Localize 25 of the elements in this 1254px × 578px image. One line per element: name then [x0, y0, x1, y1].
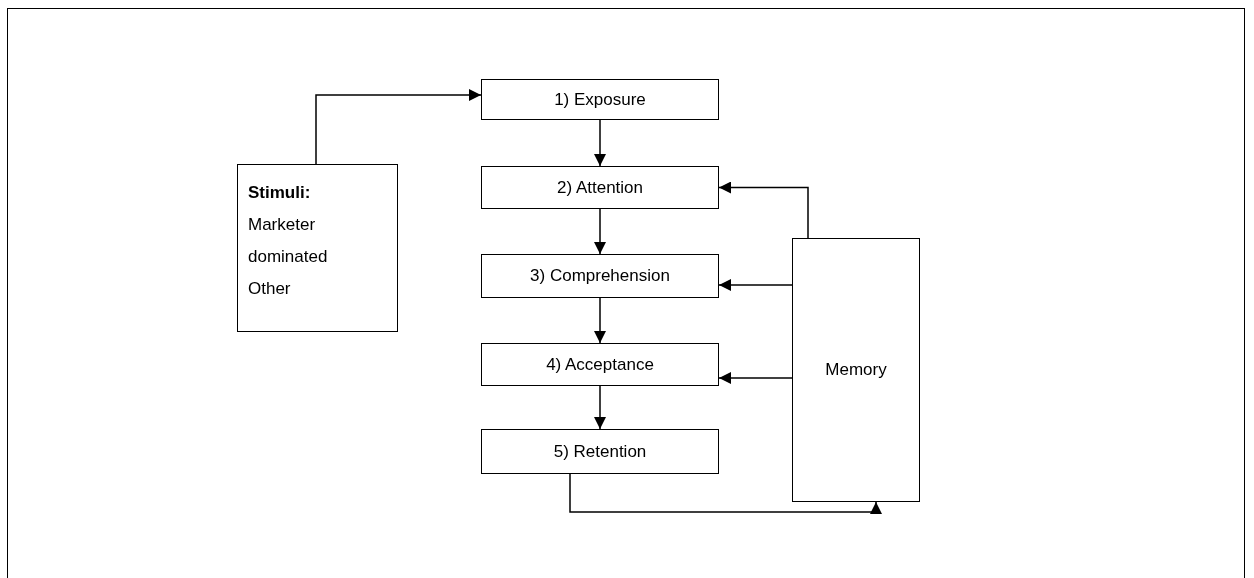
arrow: [718, 372, 793, 384]
process-box: [792, 238, 920, 502]
box-label: 4) Acceptance: [546, 354, 654, 375]
box-heading: Stimuli:: [248, 182, 311, 204]
box-label: Memory: [825, 360, 887, 380]
process-box: [237, 164, 398, 332]
box-label: 5) Retention: [553, 441, 647, 462]
arrow: [315, 89, 482, 165]
arrow: [594, 208, 606, 255]
process-box: [481, 79, 719, 120]
process-box: [481, 343, 719, 386]
box-label: Marketer dominated: [248, 214, 329, 268]
arrow: [718, 181, 809, 239]
arrow: [569, 473, 882, 514]
box-label: 1) Exposure: [554, 89, 646, 110]
arrow: [718, 279, 793, 291]
process-box: [481, 166, 719, 209]
box-label: Other: [248, 278, 291, 300]
arrow: [594, 297, 606, 344]
process-box: [481, 254, 719, 298]
box-label: 2) Attention: [557, 177, 643, 198]
arrow: [594, 385, 606, 430]
arrow: [594, 119, 606, 167]
process-box: [481, 429, 719, 474]
box-label: 3) Comprehension: [530, 266, 670, 286]
